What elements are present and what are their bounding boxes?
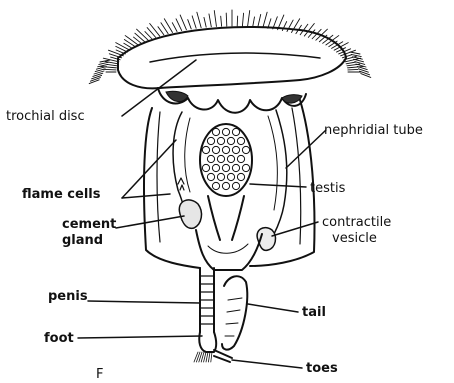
label-trochial-disc: trochial disc — [6, 109, 85, 124]
label-foot: foot — [44, 331, 74, 346]
foot-shape — [199, 332, 216, 352]
caption-fragment: F — [96, 367, 103, 378]
label-flame-cells: flame cells — [22, 187, 101, 202]
leader-flame-cells-b — [122, 194, 170, 198]
body-wall-left — [144, 108, 200, 268]
label-contractile-vesicle-line1: contractile — [322, 215, 391, 230]
sperm-duct — [208, 196, 244, 240]
label-cement-gland-line1: cement — [62, 217, 116, 232]
leader-foot — [78, 336, 202, 338]
label-tail: tail — [302, 305, 326, 320]
lower-body — [196, 230, 262, 270]
tail-shape — [222, 276, 247, 349]
rim-dark-lobe-right — [282, 95, 302, 103]
rim-dark-lobe-left — [166, 91, 188, 101]
leader-flame-cells-a — [122, 140, 176, 198]
testis-shape — [200, 124, 252, 196]
label-testis: testis — [310, 181, 346, 196]
label-toes: toes — [306, 361, 338, 376]
flame-cell-icon — [178, 178, 184, 190]
cement-gland-shape — [179, 200, 201, 228]
lower-body-inner — [208, 244, 248, 253]
leader-nephridial-tube — [286, 130, 326, 168]
nephridial-tube-right — [274, 110, 287, 234]
label-penis: penis — [48, 289, 88, 304]
nephridial-tube-left-inner — [185, 118, 190, 192]
tail-segments — [225, 298, 242, 336]
leader-trochial-disc — [122, 60, 196, 116]
label-nephridial-tube: nephridial tube — [324, 123, 423, 138]
inner-wall-left — [157, 112, 160, 242]
toes-shape — [214, 350, 232, 362]
leader-testis — [250, 184, 306, 187]
label-contractile-vesicle-line2: vesicle — [332, 231, 377, 246]
label-cement-gland-line2: gland — [62, 233, 103, 248]
inner-wall-right — [292, 108, 301, 244]
trochal-disc-inner-ridge — [150, 53, 320, 62]
leader-penis — [88, 301, 200, 303]
leader-toes — [232, 360, 302, 368]
leader-tail — [248, 304, 298, 312]
leader-cement-gland — [116, 216, 184, 228]
nephridial-tube-right-inner — [268, 116, 277, 210]
